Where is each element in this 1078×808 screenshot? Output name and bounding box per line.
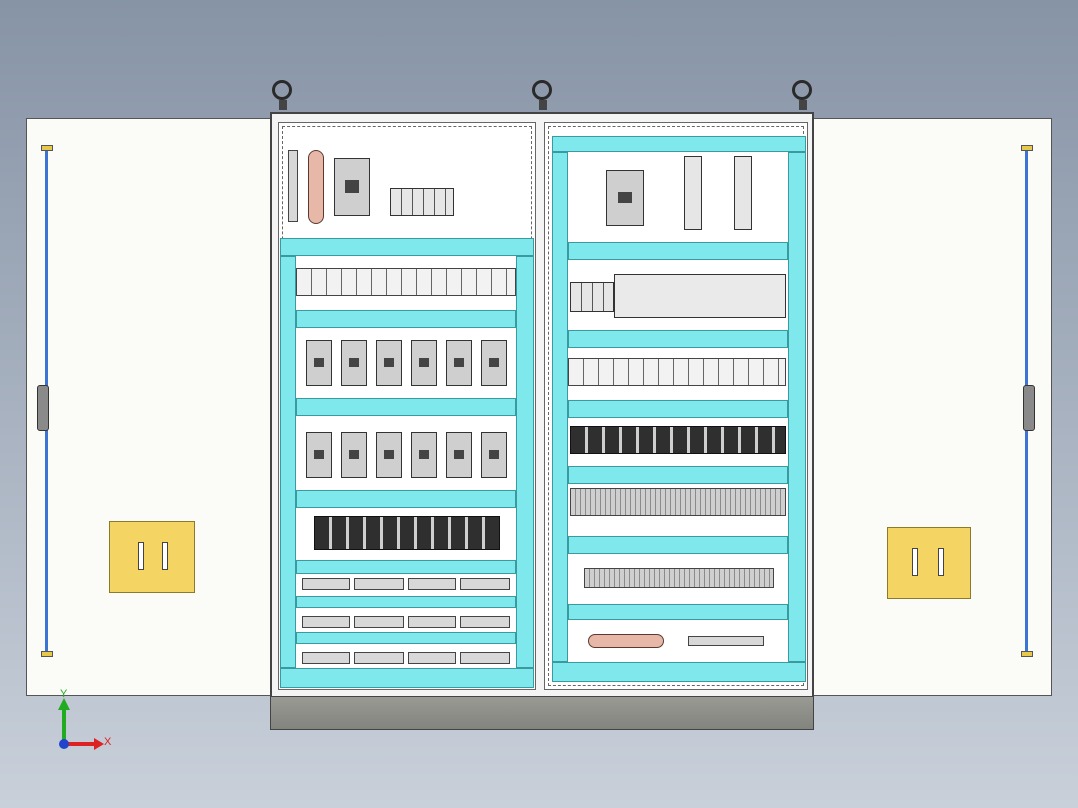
din-rail	[296, 398, 516, 416]
terminal-strip	[408, 578, 456, 590]
breaker	[341, 432, 367, 478]
lifting-eye-stem	[279, 100, 287, 110]
copper-busbar	[308, 150, 324, 224]
din-rail	[568, 330, 788, 348]
right-door-rod-cap-top	[1021, 145, 1033, 151]
terminal-strip	[408, 616, 456, 628]
left-door-rod-cap-bottom	[41, 651, 53, 657]
left-door[interactable]	[26, 118, 272, 696]
coordinate-triad-icon	[52, 690, 122, 760]
terminal-strip	[302, 578, 350, 590]
terminal-strip	[460, 578, 510, 590]
terminal-strip	[460, 652, 510, 664]
terminal-block-row	[296, 268, 516, 296]
relay-row	[570, 426, 786, 454]
left-rail-vertical-right	[516, 256, 534, 668]
earth-busbar	[688, 636, 764, 646]
pocket-slot	[162, 542, 168, 570]
mini-breaker-group	[570, 282, 614, 312]
breaker	[306, 340, 332, 386]
right-rail-vertical-left	[552, 152, 568, 662]
lifting-eye-icon	[792, 80, 812, 100]
left-rail-horizontal	[280, 238, 534, 256]
power-supply-module	[684, 156, 702, 230]
right-door[interactable]	[812, 118, 1052, 696]
left-door-handle[interactable]	[37, 385, 49, 431]
terminal-strip	[408, 652, 456, 664]
terminal-block-row	[568, 358, 786, 386]
left-door-rod-cap-top	[41, 145, 53, 151]
lifting-eye-icon	[272, 80, 292, 100]
terminal-strip	[584, 568, 774, 588]
coordinate-triad-svg	[58, 698, 104, 750]
pocket-slot	[938, 548, 944, 576]
power-supply-module	[734, 156, 752, 230]
pocket-slot	[912, 548, 918, 576]
breaker	[481, 432, 507, 478]
din-rail	[296, 560, 516, 574]
din-rail	[568, 242, 788, 260]
din-rail	[296, 490, 516, 508]
terminal-strip	[354, 578, 404, 590]
din-rail	[296, 310, 516, 328]
breaker	[411, 340, 437, 386]
left-rail-vertical-left	[280, 256, 296, 668]
din-rail	[296, 632, 516, 644]
lifting-eye-stem	[539, 100, 547, 110]
breaker	[446, 432, 472, 478]
breaker	[411, 432, 437, 478]
main-circuit-breaker	[606, 170, 644, 226]
pocket-slot	[138, 542, 144, 570]
lifting-eye-stem	[799, 100, 807, 110]
din-rail	[568, 466, 788, 484]
din-rail	[568, 604, 788, 620]
terminal-strip	[302, 652, 350, 664]
terminal-strip	[302, 616, 350, 628]
right-rail-top	[552, 136, 806, 152]
din-rail	[296, 596, 516, 608]
right-door-rod-cap-bottom	[1021, 651, 1033, 657]
cabinet-plinth	[270, 696, 814, 730]
breaker	[376, 432, 402, 478]
right-door-document-pocket	[887, 527, 971, 599]
right-rail-bottom	[552, 662, 806, 682]
axis-label-y: Y	[60, 688, 68, 700]
breaker	[481, 340, 507, 386]
right-rail-vertical-right	[788, 152, 806, 662]
plc-module	[614, 274, 786, 318]
breaker	[341, 340, 367, 386]
axis-label-x: X	[104, 736, 112, 748]
din-rail	[568, 400, 788, 418]
copper-busbar	[588, 634, 664, 648]
terminal-strip	[354, 652, 404, 664]
left-door-document-pocket	[109, 521, 195, 593]
mini-breaker-group	[390, 188, 454, 216]
breaker	[446, 340, 472, 386]
terminal-column	[288, 150, 298, 222]
left-rail-bottom	[280, 668, 534, 688]
relay-row	[314, 516, 500, 550]
main-circuit-breaker	[334, 158, 370, 216]
right-door-handle[interactable]	[1023, 385, 1035, 431]
terminal-strip	[354, 616, 404, 628]
din-rail	[568, 536, 788, 554]
breaker	[306, 432, 332, 478]
contactor-row	[570, 488, 786, 516]
breaker	[376, 340, 402, 386]
lifting-eye-icon	[532, 80, 552, 100]
terminal-strip	[460, 616, 510, 628]
